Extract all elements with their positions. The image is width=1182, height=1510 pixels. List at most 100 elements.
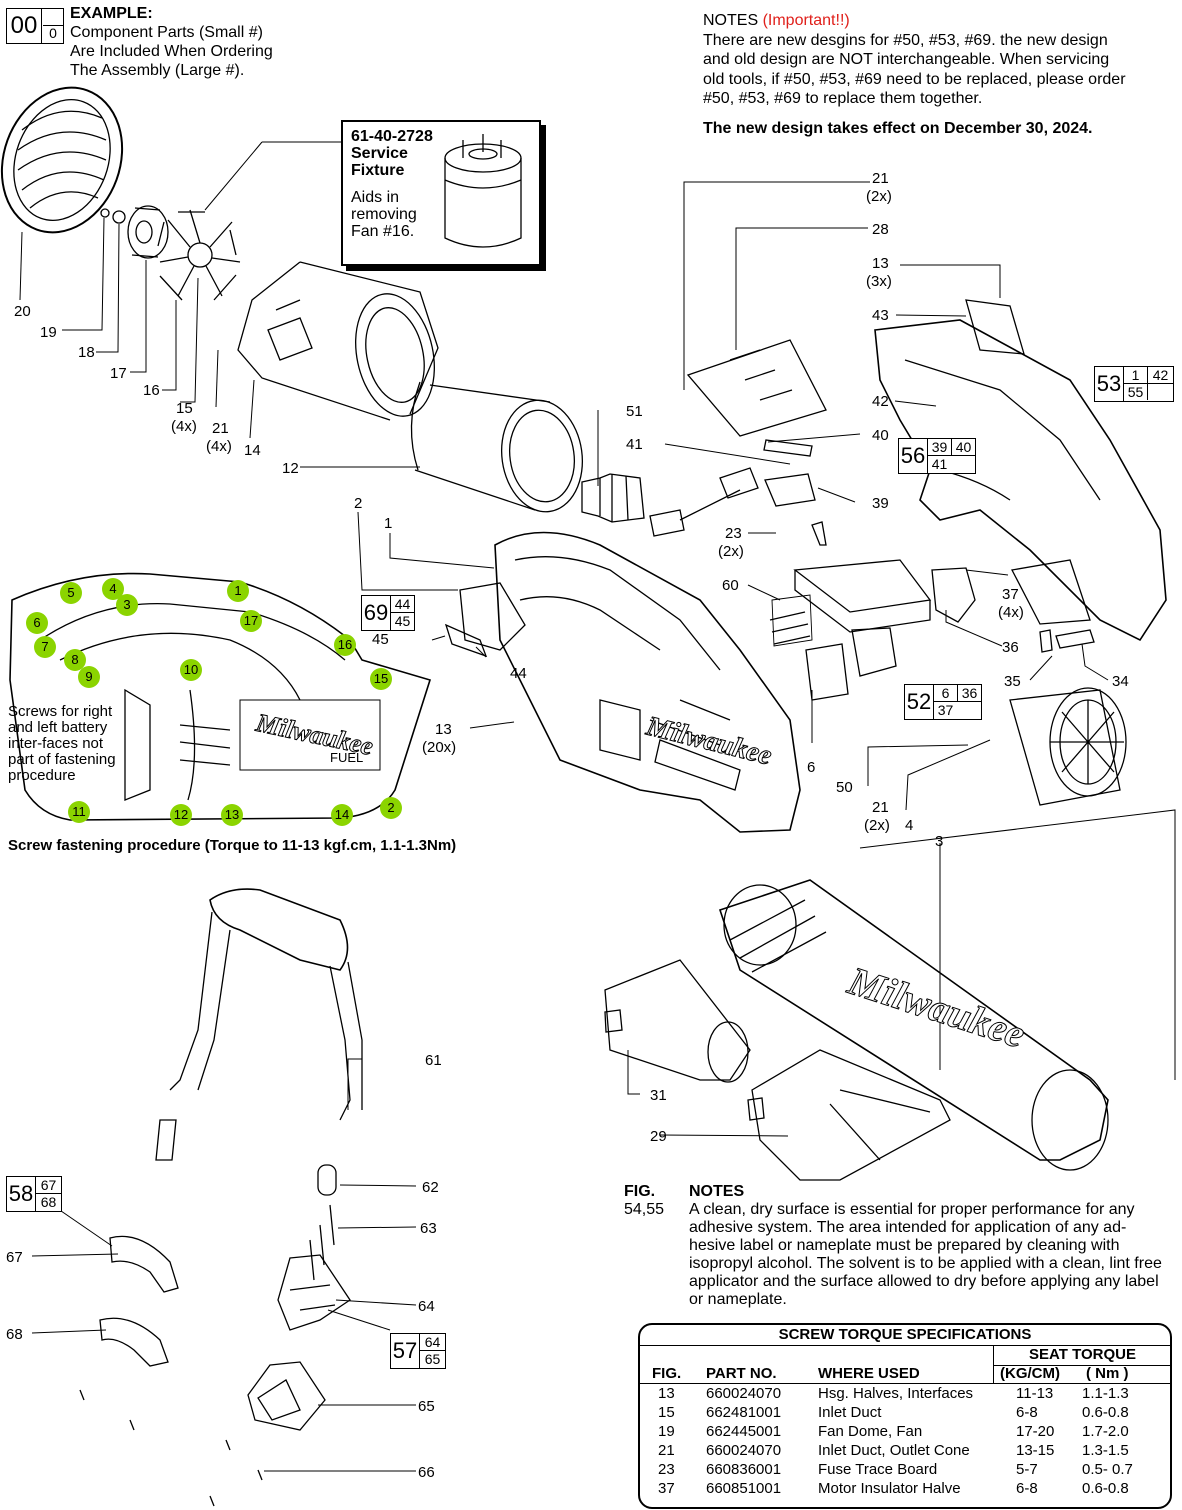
part-19-nut <box>100 208 110 218</box>
callout-35: 35 <box>1004 673 1021 690</box>
part-4-outlet-cone <box>1009 687 1127 806</box>
callout-12: 12 <box>282 460 299 477</box>
callout-19: 19 <box>40 324 57 341</box>
kit-52-b: 36 <box>958 685 981 702</box>
callout-13b: 13 <box>872 255 889 272</box>
seq-dot-9: 9 <box>78 666 100 688</box>
example-title: EXAMPLE: <box>70 5 153 22</box>
torque-row-where: Fuse Trace Board <box>818 1461 938 1478</box>
torque-row-fig: 19 <box>658 1423 675 1440</box>
part-34-component <box>1055 629 1095 649</box>
callout-37-qty: (4x) <box>998 604 1024 621</box>
part-67-clip <box>109 1235 179 1293</box>
part-60-insulator <box>769 611 811 645</box>
part-35-component <box>1039 629 1053 653</box>
adhesive-notes: NOTES A clean, dry surface is essential … <box>689 1183 1165 1309</box>
callout-42: 42 <box>872 393 889 410</box>
example-line-2: Are Included When Ordering <box>70 43 273 60</box>
kit-69-b: 45 <box>394 613 411 629</box>
torque-row-part: 660836001 <box>706 1461 782 1478</box>
notes-line-3: old tools, if #50, #53, #69 need to be r… <box>703 70 1126 88</box>
callout-39: 39 <box>872 495 889 512</box>
example-text: EXAMPLE: Component Parts (Small #) Are I… <box>70 4 273 80</box>
callout-21c: 21 <box>872 170 889 187</box>
header-kgcm: (KG/CM) <box>1000 1365 1060 1382</box>
seq-dot-6: 6 <box>26 612 48 634</box>
service-fixture-drawing <box>444 134 522 248</box>
torque-row-part: 660024070 <box>706 1385 782 1402</box>
part-3-nozzle <box>718 879 1109 1171</box>
callout-21b-qty: (2x) <box>864 817 890 834</box>
callout-1: 1 <box>384 515 392 532</box>
example-small-empty <box>43 9 63 26</box>
part-18-washer <box>112 210 126 224</box>
seq-dot-11: 11 <box>68 801 90 823</box>
callout-65: 65 <box>418 1398 435 1415</box>
header-fig: FIG. <box>652 1365 682 1382</box>
kit-52-a: 6 <box>934 685 958 702</box>
seq-dot-1: 1 <box>227 580 249 602</box>
callout-21b: 21 <box>872 799 889 816</box>
header-part: PART NO. <box>706 1365 777 1382</box>
callout-14: 14 <box>244 442 261 459</box>
brand-sub-small: FUEL <box>330 750 363 765</box>
callout-40: 40 <box>872 427 889 444</box>
callout-28: 28 <box>872 221 889 238</box>
part-16-fan <box>157 209 241 301</box>
kit-56-big: 56 <box>899 439 928 473</box>
callout-2: 2 <box>354 495 362 512</box>
kit-69-a: 44 <box>391 596 414 613</box>
torque-table-title: SCREW TORQUE SPECIFICATIONS <box>640 1325 1170 1346</box>
kit-53-c: 55 <box>1124 384 1148 400</box>
callout-60: 60 <box>722 577 739 594</box>
callout-43: 43 <box>872 307 889 324</box>
torque-row-fig: 23 <box>658 1461 675 1478</box>
kit-53-big: 53 <box>1095 367 1124 401</box>
callout-34: 34 <box>1112 673 1129 690</box>
callout-29: 29 <box>650 1128 667 1145</box>
fixture-desc-1: Aids in <box>351 189 400 206</box>
callout-62: 62 <box>422 1179 439 1196</box>
kit-58-a: 67 <box>36 1177 61 1194</box>
kit-58-big: 58 <box>7 1177 36 1211</box>
example-line-3: The Assembly (Large #). <box>70 62 245 79</box>
seq-dot-2: 2 <box>380 797 402 819</box>
brand-logo-nozzle: Milwaukee <box>842 957 1030 1056</box>
part-14-inlet-duct <box>237 261 439 421</box>
service-fixture-text: 61-40-2728 Service Fixture Aids in remov… <box>351 128 433 240</box>
seq-dot-4: 4 <box>102 578 124 600</box>
torque-row-fig: 13 <box>658 1385 675 1402</box>
notes-effective-date: The new design takes effect on December … <box>703 119 1093 137</box>
example-kit-box: 00 0 <box>6 8 64 44</box>
kit-57-b: 65 <box>424 1351 441 1367</box>
important-notes: NOTES (Important!!) There are new desgin… <box>703 11 1163 138</box>
callout-21a-qty: (4x) <box>206 438 232 455</box>
callout-45: 45 <box>372 631 389 648</box>
kit-69-big: 69 <box>362 596 391 630</box>
brand-logo-main: Milwaukee <box>642 710 774 771</box>
kit-52-c: 37 <box>937 702 954 718</box>
fig-label-title: FIG. <box>624 1183 656 1200</box>
torque-row-fig: 21 <box>658 1442 675 1459</box>
callout-68: 68 <box>6 1326 23 1343</box>
callout-41: 41 <box>626 436 643 453</box>
seq-dot-10: 10 <box>180 659 202 681</box>
torque-row-fig: 15 <box>658 1404 675 1421</box>
part-63-pins <box>309 1204 335 1281</box>
torque-row-nm: 1.3-1.5 <box>1082 1442 1129 1459</box>
torque-row-nm: 0.6-0.8 <box>1082 1404 1129 1421</box>
kit-56-c: 41 <box>931 456 948 472</box>
torque-row-where: Fan Dome, Fan <box>818 1423 923 1440</box>
part-28-board <box>686 339 827 437</box>
screw-fastening-procedure: Screw fastening procedure (Torque to 11-… <box>8 837 457 854</box>
callout-17: 17 <box>110 365 127 382</box>
torque-row-where: Inlet Duct, Outlet Cone <box>818 1442 970 1459</box>
callout-21c-qty: (2x) <box>866 188 892 205</box>
kit-56-b: 40 <box>952 439 975 456</box>
torque-row-nm: 0.5- 0.7 <box>1082 1461 1133 1478</box>
adhesive-notes-heading: NOTES <box>689 1183 745 1200</box>
seq-dot-17: 17 <box>240 610 262 632</box>
example-line-1: Component Parts (Small #) <box>70 24 263 41</box>
example-big-number: 00 <box>7 9 42 43</box>
callout-66: 66 <box>418 1464 435 1481</box>
